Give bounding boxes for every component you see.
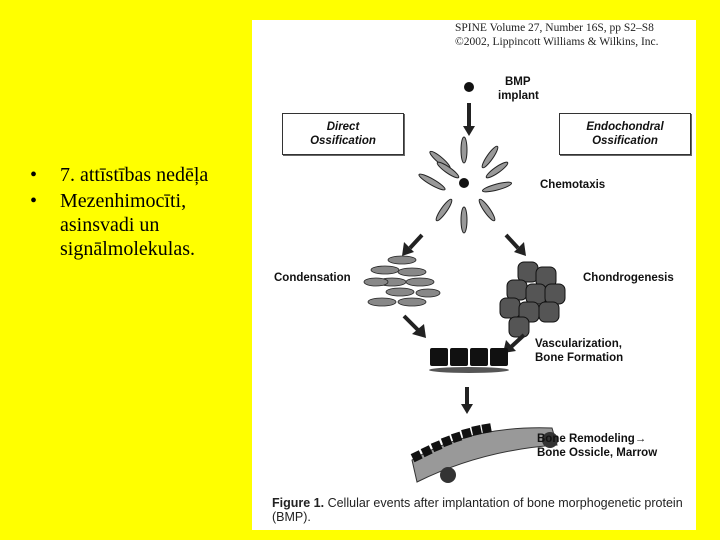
label-line: Direct [326,121,360,133]
bone-ossicle-icon [410,423,558,483]
migrating-cells-icon [418,136,513,234]
bullet-text: Mezenhimocīti, asinsvadi un signālmoleku… [60,190,195,260]
label-line: Bone Remodeling→ [537,433,647,445]
bullet-icon: • [30,164,38,186]
caption-text: Cellular events after implantation of bo… [272,496,683,524]
bmp-implant-label: BMP implant [498,75,539,103]
bmp-implant-icon [464,82,474,92]
chondrocytes-icon [499,261,566,338]
label-line: Bone Ossicle, Marrow [537,447,658,459]
figure-caption: Figure 1. Cellular events after implanta… [272,496,692,524]
direct-ossification-box: Direct Ossification [282,113,404,155]
bullet-item: • 7. attīstības nedēļa [30,163,250,187]
bone-remodeling-label: Bone Remodeling→ Bone Ossicle, Marrow [537,432,657,460]
chondrogenesis-label: Chondrogenesis [583,272,674,284]
bullet-item: • Mezenhimocīti, asinsvadi un signālmole… [30,189,250,261]
vascularization-label: Vascularization, Bone Formation [535,337,623,365]
label-line: BMP [505,76,531,88]
copyright-line: ©2002, Lippincott Williams & Wilkins, In… [455,36,659,48]
label-line: Vascularization, [535,338,622,350]
label-line: Bone Formation [535,352,624,364]
bullet-list: • 7. attīstības nedēļa • Mezenhimocīti, … [30,163,250,263]
chemotaxis-label: Chemotaxis [540,179,606,191]
bmp-figure: SPINE Volume 27, Number 16S, pp S2–S8 ©2… [252,20,696,530]
caption-label: Figure 1. [272,496,325,510]
journal-citation: SPINE Volume 27, Number 16S, pp S2–S8 ©2… [455,21,659,49]
osteoblasts-icon [430,348,508,366]
journal-line: SPINE Volume 27, Number 16S, pp S2–S8 [455,22,654,34]
label-line: Ossification [310,135,376,147]
endochondral-ossification-box: Endochondral Ossification [559,113,691,155]
label-line: Endochondral [586,121,664,133]
bullet-icon: • [30,190,38,212]
bullet-text: 7. attīstības nedēļa [60,164,209,186]
label-line: implant [498,90,539,102]
condensation-cells-icon [363,255,441,307]
label-line: Ossification [592,135,658,147]
diagram-graphics [363,82,566,483]
condensation-label: Condensation [274,272,351,284]
